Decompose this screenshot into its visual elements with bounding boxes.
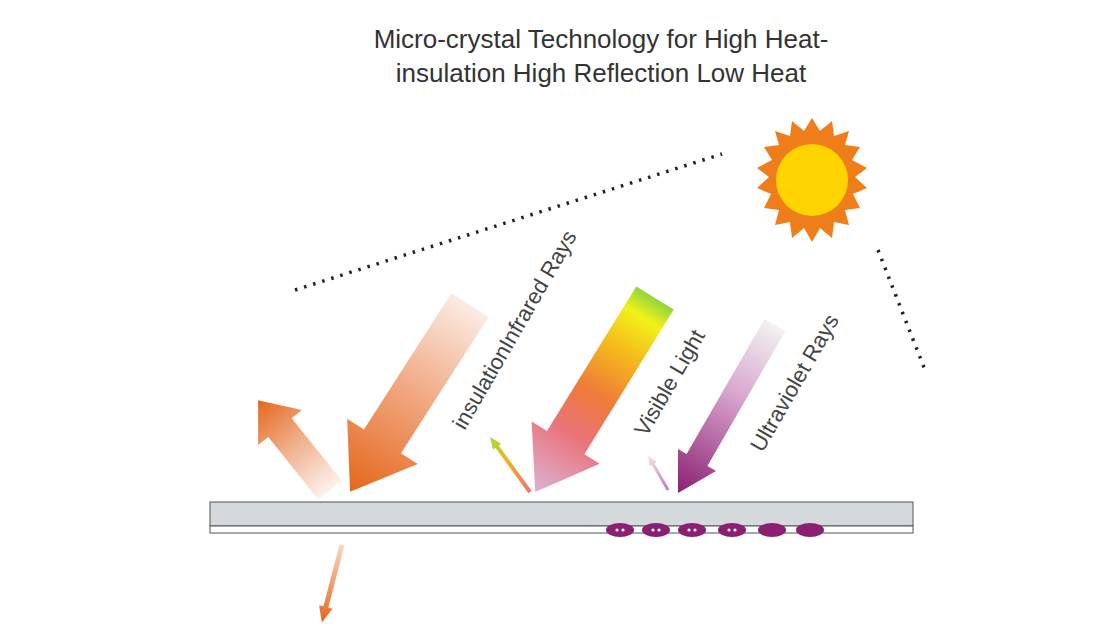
transmitted-infrared-arrow <box>315 543 349 624</box>
glass-plate <box>210 502 913 526</box>
diagram-title: Micro-crystal Technology for High Heat-i… <box>321 22 881 90</box>
reflected-infrared-arrow <box>236 383 352 508</box>
reflected-ultraviolet-arrow <box>645 453 672 492</box>
sun-icon <box>757 118 867 242</box>
reflected-visible-arrow <box>486 434 534 495</box>
micro-crystal-particles <box>606 523 824 537</box>
dotted-ray-line <box>295 154 722 290</box>
dotted-ray-line <box>878 250 925 370</box>
